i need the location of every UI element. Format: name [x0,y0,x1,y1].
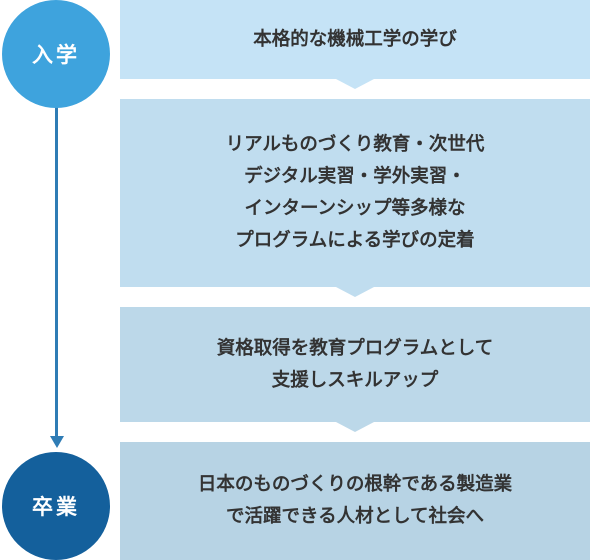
stage-arrow-2 [336,287,374,297]
stage-text-2: リアルものづくり教育・次世代 デジタル実習・学外実習・ インターンシップ等多様な… [225,134,485,251]
start-circle: 入学 [2,0,110,108]
stage-arrow-3 [336,422,374,432]
start-label: 入学 [32,43,80,67]
stage-box-4: 日本のものづくりの根幹である製造業 で活躍できる人材として社会へ [120,442,590,560]
stage-text-4: 日本のものづくりの根幹である製造業 で活躍できる人材として社会へ [197,474,513,527]
stage-box-2: リアルものづくり教育・次世代 デジタル実習・学外実習・ インターンシップ等多様な… [120,99,590,287]
end-circle: 卒業 [2,452,110,560]
stage-text-1: 本格的な機械工学の学び [253,28,457,50]
stage-box-3: 資格取得を教育プログラムとして 支援しスキルアップ [120,307,590,422]
stage-text-3: 資格取得を教育プログラムとして 支援しスキルアップ [216,337,494,391]
timeline-line [55,70,58,442]
end-label: 卒業 [32,495,80,519]
stage-arrow-1 [336,79,374,89]
stage-box-1: 本格的な機械工学の学び [120,0,590,79]
timeline-arrowhead [49,436,64,448]
